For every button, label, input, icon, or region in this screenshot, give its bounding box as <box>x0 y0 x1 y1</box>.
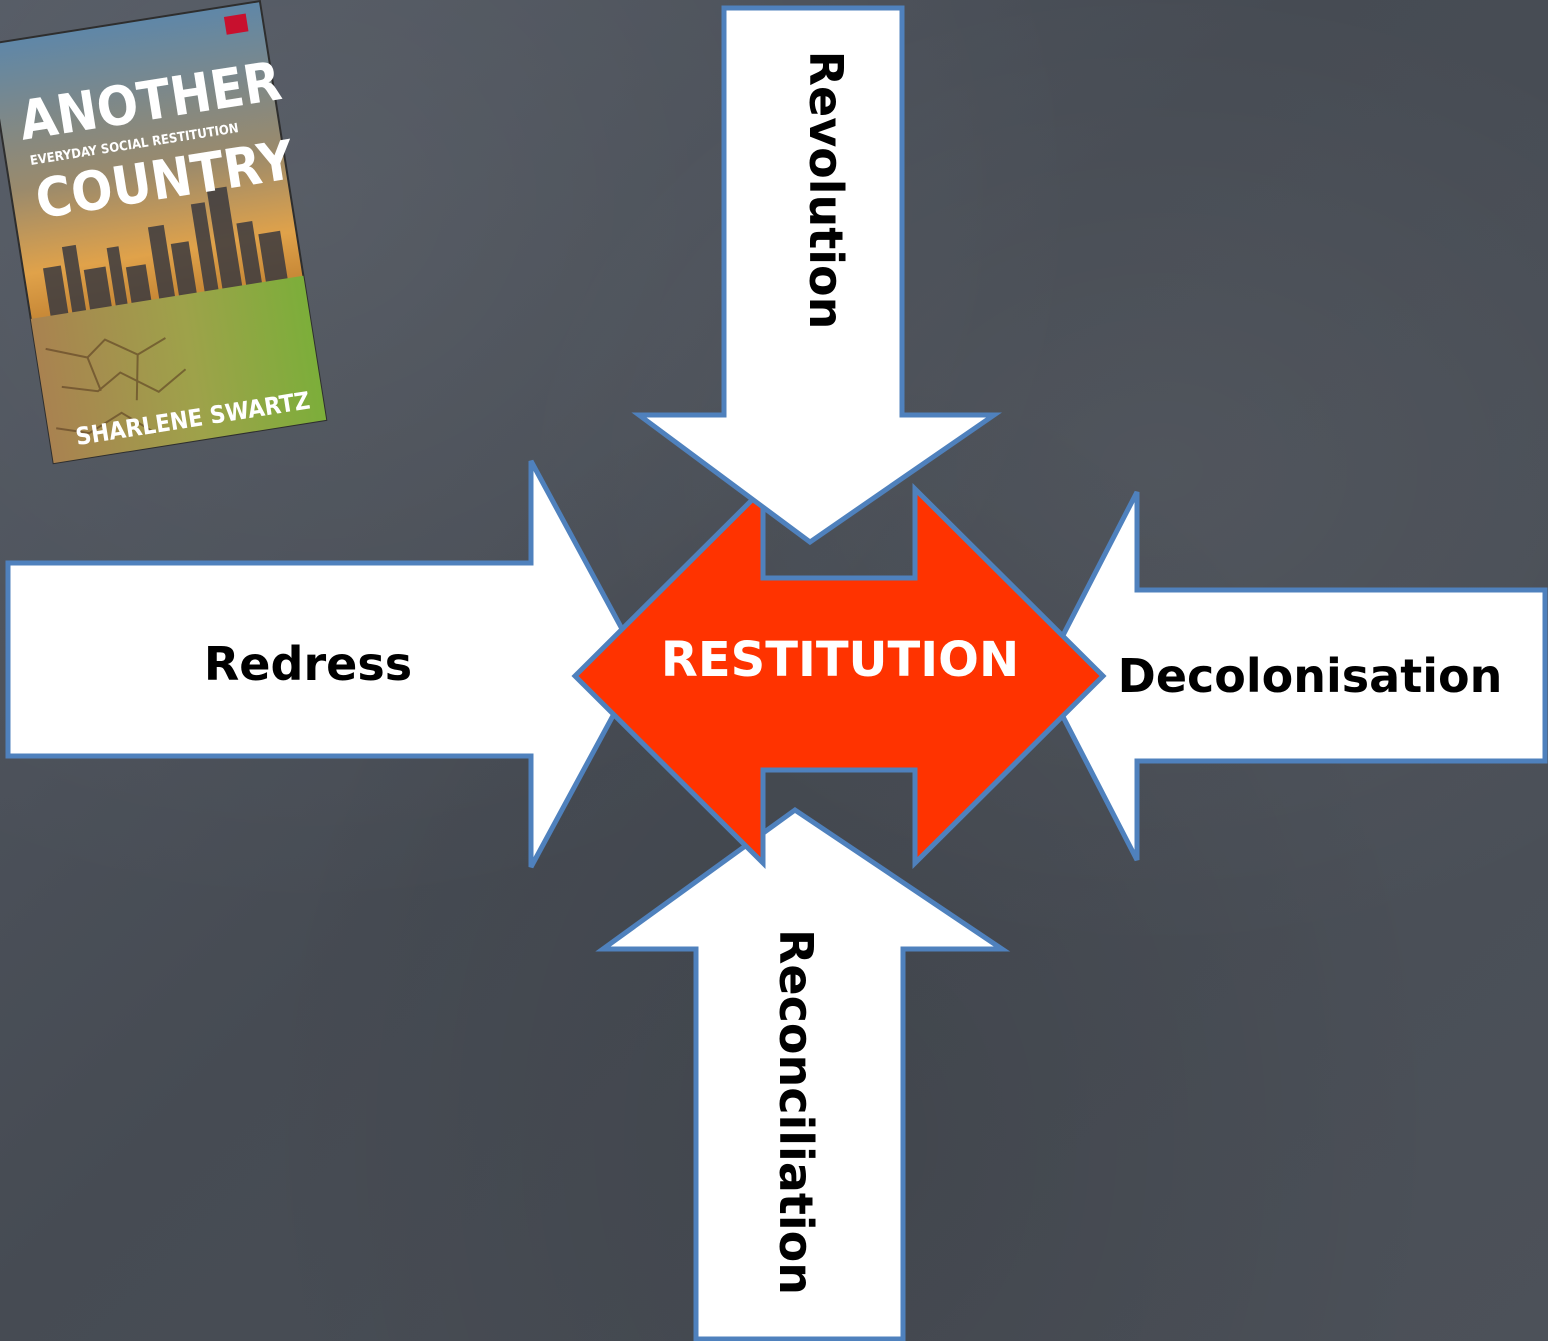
city-skyline-image <box>43 186 288 318</box>
label-redress: Redress <box>204 637 412 691</box>
cracked-earth-image <box>30 275 327 464</box>
arrow-right-decolonisation <box>1039 490 1548 862</box>
arrow-top-revolution <box>631 5 1003 546</box>
center-double-arrow <box>571 482 1107 870</box>
label-revolution: Revolution <box>799 51 853 330</box>
book-cover: ANOTHER EVERYDAY SOCIAL RESTITUTION COUN… <box>0 0 328 465</box>
label-reconciliation: Reconciliation <box>769 929 823 1295</box>
publisher-badge-icon <box>223 13 249 35</box>
arrow-left-redress <box>5 459 644 869</box>
arrow-bottom-reconciliation <box>595 806 1011 1341</box>
earth-cracks <box>45 337 187 435</box>
label-restitution: RESTITUTION <box>661 632 1019 688</box>
label-decolonisation: Decolonisation <box>1118 649 1503 703</box>
